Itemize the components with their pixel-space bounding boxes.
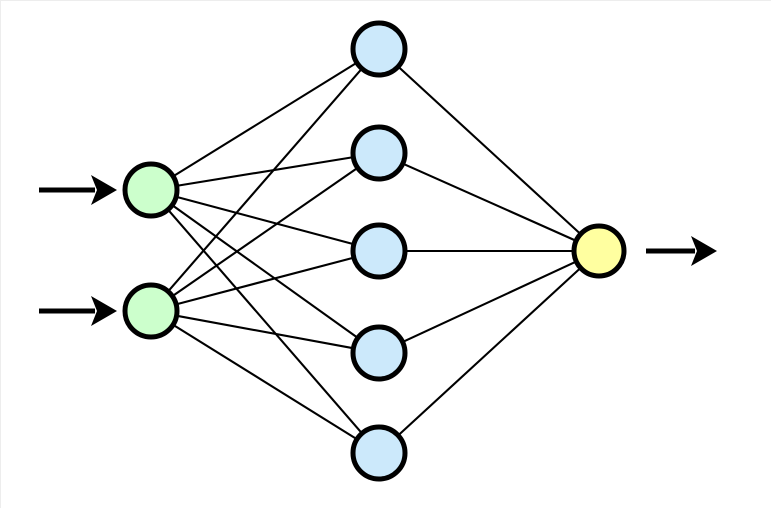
- edge-i2-h5: [171, 323, 359, 441]
- edge-h5-o1: [396, 266, 583, 437]
- nodes-group: [122, 20, 627, 482]
- edge-i2-h1: [166, 67, 364, 293]
- hidden-node-4: [350, 324, 408, 382]
- edge-h4-o1: [401, 260, 578, 344]
- edge-i1-h3: [174, 195, 356, 246]
- edge-i2-h3: [174, 256, 356, 306]
- hidden-node-1: [350, 20, 408, 78]
- output-node-1: [571, 223, 627, 279]
- edge-h1-o1: [396, 65, 583, 236]
- input-arrow-1-head-icon: [91, 175, 117, 205]
- arrows-group: [39, 175, 717, 326]
- edge-h2-o1: [401, 162, 578, 243]
- input-arrow-1: [39, 175, 117, 205]
- output-arrow-1-head-icon: [691, 236, 717, 266]
- input-node-2: [122, 282, 180, 340]
- hidden-node-5: [350, 424, 408, 482]
- edges-group: [166, 61, 583, 441]
- input-node-1: [122, 161, 180, 219]
- hidden-node-2: [350, 124, 408, 182]
- input-arrow-2: [39, 296, 117, 326]
- edge-i1-h5: [166, 208, 364, 435]
- edge-i1-h2: [175, 155, 355, 188]
- edge-i2-h4: [175, 314, 355, 350]
- edge-i1-h1: [171, 61, 359, 178]
- edge-i2-h2: [170, 166, 360, 298]
- output-arrow-1: [646, 236, 717, 266]
- hidden-node-3: [350, 222, 408, 280]
- input-arrow-2-head-icon: [91, 296, 117, 326]
- edge-i1-h4: [170, 203, 360, 340]
